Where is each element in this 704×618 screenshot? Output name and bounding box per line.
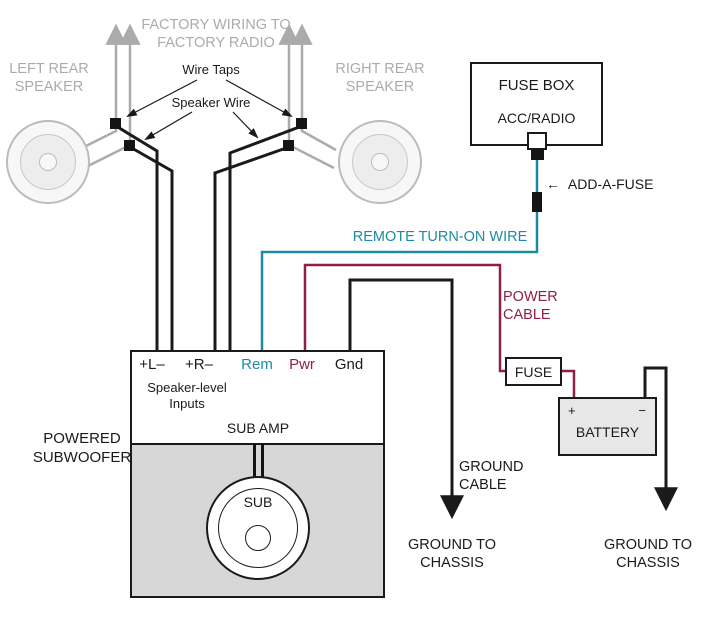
speaker-level-inputs-label: Speaker-level Inputs <box>147 380 227 412</box>
fuse-slot <box>527 132 547 150</box>
sub-amp-label: SUB AMP <box>226 420 290 436</box>
power-cable-label: POWER CABLE <box>503 289 558 324</box>
add-a-fuse-holder <box>532 192 542 212</box>
wire-taps-arrow-right <box>225 79 293 118</box>
sub-lead-wire-1 <box>253 443 256 477</box>
wire-tap-left-1 <box>110 118 121 129</box>
amp-terminal-right-input: +R– <box>185 356 213 373</box>
ground-to-chassis-right-label: GROUND TO CHASSIS <box>603 537 693 572</box>
power-cable-wire <box>303 263 506 373</box>
add-a-fuse-text: ADD-A-FUSE <box>567 176 654 192</box>
battery-plus-terminal: + <box>568 403 576 418</box>
power-cable-fuse-to-battery <box>562 369 576 398</box>
wire-tap-right-1 <box>296 118 307 129</box>
speaker-wire-left-2 <box>129 145 174 352</box>
battery-minus-terminal: − <box>638 403 646 418</box>
speaker-wire-arrow-right <box>232 111 259 139</box>
sub-lead-wire-2 <box>261 443 264 477</box>
inline-fuse: FUSE <box>505 357 562 386</box>
fuse-box-circuit-label: ACC/RADIO <box>497 110 576 126</box>
sub-label: SUB <box>243 494 273 510</box>
wire-taps-label: Wire Taps <box>182 62 240 77</box>
left-arrow-icon: ← <box>546 176 560 192</box>
subwoofer-surround <box>217 487 298 568</box>
battery-ground-wire <box>643 366 678 512</box>
factory-wiring-label: FACTORY WIRING TO FACTORY RADIO <box>141 17 291 52</box>
wire-taps-arrow-left <box>126 79 198 117</box>
battery: + − BATTERY <box>558 397 657 456</box>
wire-tap-right-2 <box>283 140 294 151</box>
right-rear-speaker-label: RIGHT REAR SPEAKER <box>335 61 425 96</box>
fuse-slot-connector <box>531 150 544 160</box>
amp-terminal-remote: Rem <box>241 356 273 373</box>
subwoofer-dustcap <box>244 525 271 551</box>
amp-terminal-power: Pwr <box>289 356 315 373</box>
amp-terminal-ground: Gnd <box>334 356 364 373</box>
add-a-fuse-label: ← ADD-A-FUSE <box>546 176 653 194</box>
ground-cable-label: GROUND CABLE <box>459 459 524 494</box>
right-speaker-dustcap <box>370 152 389 171</box>
speaker-wire-right-2 <box>213 145 290 352</box>
speaker-wire-left-1 <box>115 124 159 352</box>
speaker-wire-right-1 <box>228 124 303 352</box>
left-speaker-cone <box>20 134 76 190</box>
speaker-wire-label: Speaker Wire <box>171 95 251 110</box>
inline-fuse-label: FUSE <box>514 364 553 380</box>
powered-subwoofer-label: POWERED SUBWOOFER <box>32 430 132 466</box>
amp-terminal-left-input: +L– <box>139 356 165 373</box>
battery-label: BATTERY <box>575 424 640 440</box>
subwoofer-driver-icon <box>206 476 310 580</box>
right-speaker-icon <box>338 120 422 204</box>
right-speaker-cone <box>352 134 408 190</box>
factory-wire-right-outer <box>291 23 337 152</box>
remote-turn-on-label: REMOTE TURN-ON WIRE <box>352 229 528 245</box>
fuse-box-title: FUSE BOX <box>498 77 575 94</box>
ground-to-chassis-left-label: GROUND TO CHASSIS <box>407 537 497 572</box>
speaker-wire-arrow-left <box>144 111 193 141</box>
factory-wire-right-inner <box>278 23 335 170</box>
wire-tap-left-2 <box>124 140 135 151</box>
left-speaker-dustcap <box>38 152 57 171</box>
factory-wire-left-outer <box>83 23 127 149</box>
left-rear-speaker-label: LEFT REAR SPEAKER <box>9 61 89 96</box>
left-speaker-icon <box>6 120 90 204</box>
ground-cable-wire <box>348 278 464 520</box>
